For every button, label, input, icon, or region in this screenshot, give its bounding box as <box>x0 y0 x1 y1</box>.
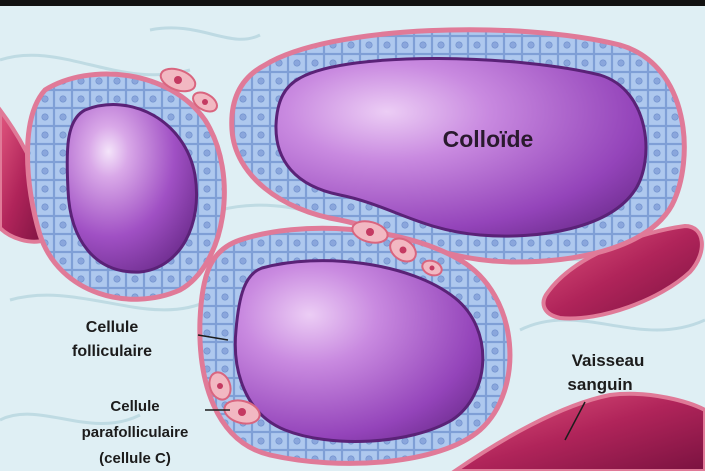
label-follicular-cell-line1: Cellule <box>86 319 139 336</box>
label-parafollicular-line1: Cellule <box>110 398 159 415</box>
label-parafollicular-line2: parafolliculaire <box>82 424 189 441</box>
label-vessel-line1: Vaisseau <box>572 351 645 370</box>
follicle-small <box>28 74 225 299</box>
label-colloid: Colloïde <box>443 126 534 152</box>
label-parafollicular-line3: (cellule C) <box>99 450 171 467</box>
follicle-bottom <box>200 228 510 463</box>
label-follicular-cell-line2: folliculaire <box>72 343 152 360</box>
label-vessel-line2: sanguin <box>567 375 632 394</box>
top-frame-bar <box>0 0 705 6</box>
